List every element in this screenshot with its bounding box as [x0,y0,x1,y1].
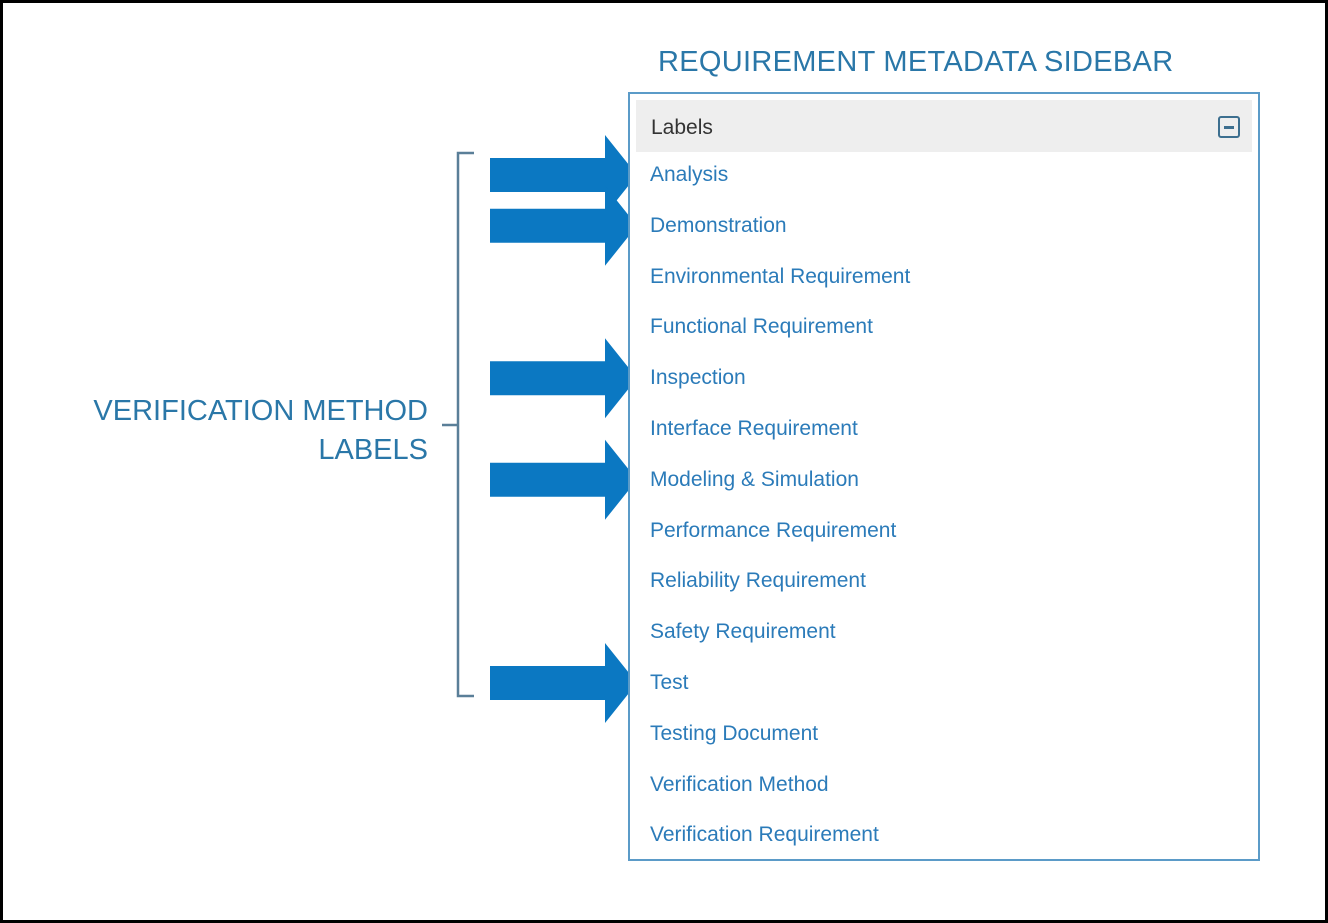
annotation-line: VERIFICATION METHOD [93,395,428,427]
label-item[interactable]: Environmental Requirement [650,264,911,288]
label-item[interactable]: Modeling & Simulation [650,467,859,491]
labels-header[interactable]: Labels [636,100,1252,152]
labels-header-title: Labels [651,116,713,139]
label-item[interactable]: Reliability Requirement [650,569,866,593]
annotation-line: LABELS [318,434,428,466]
bracket [442,151,474,698]
arrow-icon [490,439,637,520]
minus-square-icon[interactable] [1218,116,1240,138]
label-item[interactable]: Demonstration [650,213,787,237]
arrow-icon [490,135,637,215]
label-item[interactable]: Verification Requirement [650,823,879,847]
label-item[interactable]: Interface Requirement [650,417,858,440]
label-item[interactable]: Analysis [650,163,729,186]
label-item[interactable]: Test [650,671,689,694]
sidebar-title-annotation: REQUIREMENT METADATA SIDEBAR [658,46,1174,78]
arrow-icon [490,643,637,723]
label-item[interactable]: Safety Requirement [650,620,836,644]
arrow-icon [490,185,637,266]
label-item[interactable]: Testing Document [650,721,819,745]
arrow-icon [490,338,637,419]
verification-method-annotation: VERIFICATION METHOD LABELS [30,392,428,470]
label-item[interactable]: Inspection [650,366,746,390]
label-item[interactable]: Functional Requirement [650,315,873,339]
label-item[interactable]: Verification Method [650,772,829,796]
label-item[interactable]: Performance Requirement [650,518,897,542]
